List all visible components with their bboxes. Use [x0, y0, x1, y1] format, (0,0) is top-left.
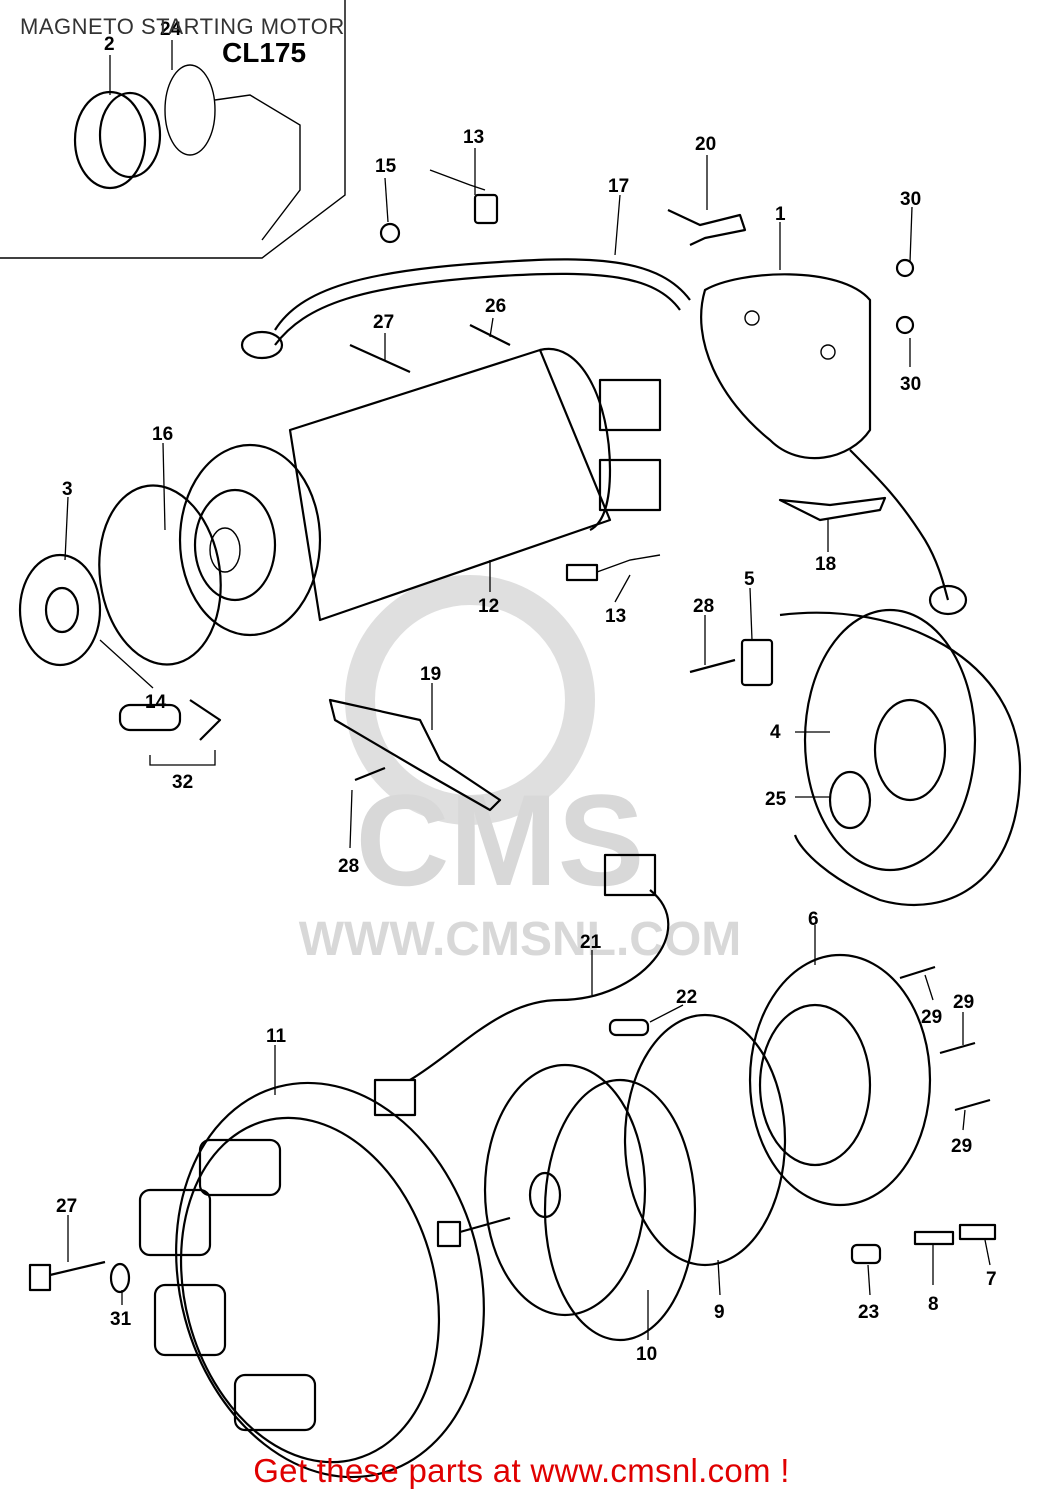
bolt-27-lower — [28, 1260, 106, 1292]
spring-7 — [958, 1223, 997, 1241]
callout-16: 16 — [152, 424, 173, 445]
bracket-19 — [328, 698, 502, 812]
rotor-10 — [483, 1063, 697, 1342]
callout-3: 3 — [62, 479, 73, 500]
callout-30-upper: 30 — [900, 189, 921, 210]
callout-20: 20 — [695, 134, 716, 155]
callout-21: 21 — [580, 932, 602, 953]
screw-28-upper — [689, 658, 736, 674]
callout-14: 14 — [145, 692, 167, 713]
leader-lines — [64, 40, 991, 1340]
watermark-url: WWW.CMSNL.COM — [299, 913, 742, 966]
bolt-27-upper — [349, 343, 411, 374]
cmsnl-watermark: CMS WWW.CMSNL.COM — [299, 575, 742, 966]
callout-10: 10 — [636, 1344, 657, 1365]
callout-29-c: 29 — [951, 1136, 972, 1157]
o-ring-16 — [98, 484, 222, 666]
chain-joint-32 — [118, 699, 222, 766]
callout-labels: 1 2 3 4 5 6 7 8 9 10 11 12 13 13 14 15 1… — [56, 19, 997, 1365]
callout-32: 32 — [172, 772, 193, 793]
plate-9 — [623, 1013, 787, 1267]
starting-motor-12 — [178, 347, 662, 637]
callout-11: 11 — [266, 1026, 287, 1047]
callout-4: 4 — [770, 722, 781, 743]
callout-1: 1 — [775, 204, 786, 225]
callout-18: 18 — [815, 554, 836, 575]
sprocket-3 — [18, 553, 102, 667]
callout-29-a: 29 — [921, 1007, 942, 1028]
callout-9: 9 — [714, 1302, 725, 1323]
callout-12: 12 — [478, 596, 499, 617]
spring-8 — [913, 1230, 955, 1246]
callout-28-upper: 28 — [693, 596, 714, 617]
callout-24: 24 — [160, 19, 182, 40]
callout-5: 5 — [744, 569, 755, 590]
washer-31 — [109, 1262, 131, 1294]
callout-15: 15 — [375, 156, 397, 177]
screws-29 — [899, 965, 991, 1112]
callout-23: 23 — [858, 1302, 879, 1323]
page-title: MAGNETO STARTING MOTOR — [20, 14, 345, 39]
watermark-brand: CMS — [356, 767, 645, 913]
callout-29-b: 29 — [953, 992, 974, 1013]
screw-30-upper — [895, 258, 915, 278]
brush-13-lower — [565, 554, 661, 582]
callout-2: 2 — [104, 34, 115, 55]
screw-28-lower — [354, 766, 386, 782]
callout-27-lower: 27 — [56, 1196, 77, 1217]
callout-13-upper: 13 — [463, 127, 484, 148]
callout-6: 6 — [808, 909, 819, 930]
cover-1 — [700, 273, 968, 616]
callout-22: 22 — [676, 987, 697, 1008]
callout-7: 7 — [986, 1269, 997, 1290]
brush-13-upper — [429, 169, 499, 225]
callout-17: 17 — [608, 176, 629, 197]
plate-5 — [740, 638, 774, 687]
screw-30-lower — [895, 315, 915, 335]
screw-15 — [379, 222, 401, 244]
stator-11 — [138, 1081, 485, 1479]
dowel-23 — [850, 1243, 882, 1265]
cover-6 — [748, 953, 932, 1207]
cable-17 — [240, 258, 691, 360]
callout-19: 19 — [420, 664, 441, 685]
bracket-20 — [667, 209, 747, 246]
callout-27-upper: 27 — [373, 312, 394, 333]
plate-18 — [778, 496, 887, 522]
pin-22 — [608, 1018, 650, 1037]
bolt-rotor — [436, 1216, 511, 1248]
sprocket-4 — [779, 608, 1022, 907]
model-label: CL175 — [222, 37, 306, 68]
callout-31: 31 — [110, 1309, 132, 1330]
callout-25: 25 — [765, 789, 787, 810]
footer-link[interactable]: Get these parts at www.cmsnl.com ! — [253, 1452, 790, 1489]
callout-26: 26 — [485, 296, 506, 317]
callout-13-lower: 13 — [605, 606, 626, 627]
callout-30-lower: 30 — [900, 374, 921, 395]
callout-8: 8 — [928, 1294, 939, 1315]
callout-28-lower: 28 — [338, 856, 359, 877]
cl175-inset: CL175 — [0, 0, 346, 259]
